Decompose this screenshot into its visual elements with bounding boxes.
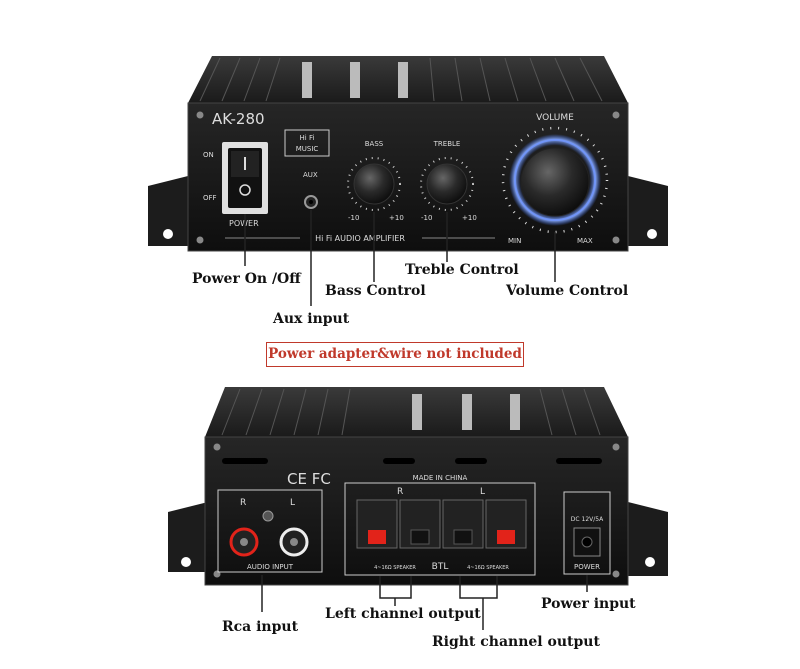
terminal-r-label: R (397, 487, 403, 497)
power-input-annotation: Power input (541, 596, 636, 612)
right-flange (628, 502, 668, 576)
terminal-l-minus[interactable] (453, 529, 473, 545)
power-off-icon (239, 184, 251, 196)
treble-max: +10 (462, 214, 477, 222)
speaker-right-label: 4~16Ω SPEAKER (467, 565, 509, 571)
heatsink-logo (398, 62, 408, 98)
left-flange (148, 176, 188, 246)
screw-icon (196, 111, 204, 119)
aux-label: AUX (303, 171, 318, 179)
front-footer: Hi Fi AUDIO AMPLIFIER (315, 234, 405, 243)
treble-annotation: Treble Control (405, 262, 519, 278)
terminal-r-plus[interactable] (368, 530, 386, 544)
bass-knob[interactable] (353, 163, 395, 205)
bass-label: BASS (365, 140, 384, 148)
terminal-r-minus[interactable] (410, 529, 430, 545)
front-leader-lines (244, 210, 556, 306)
made-in-label: MADE IN CHINA (413, 474, 468, 482)
rca-panel (217, 489, 323, 573)
dc-panel (563, 491, 611, 575)
heatsink-logo (302, 62, 312, 98)
switch-on-label: ON (203, 151, 214, 159)
btl-label: BTL (432, 562, 449, 572)
treble-knob[interactable] (426, 163, 468, 205)
bass-scale (347, 157, 401, 211)
badge-line2: MUSIC (296, 145, 319, 153)
heatsink-logo (350, 62, 360, 98)
bass-min: -10 (348, 214, 359, 222)
volume-label: VOLUME (536, 113, 574, 123)
rca-r-label: R (240, 498, 246, 508)
treble-label: TREBLE (433, 140, 461, 148)
notice-box: Power adapter&wire not included (266, 342, 524, 367)
vent-slots (222, 458, 602, 464)
speaker-left-label: 4~16Ω SPEAKER (374, 565, 416, 571)
treble-scale (420, 157, 474, 211)
back-leader-lines (261, 575, 588, 630)
switch-off-label: OFF (203, 194, 217, 202)
power-switch[interactable] (222, 142, 268, 214)
volume-scale (501, 126, 609, 234)
right-channel-annotation: Right channel output (432, 634, 600, 650)
screw-icon (612, 236, 620, 244)
screw-icon (612, 111, 620, 119)
rca-l-label: L (290, 498, 295, 508)
right-flange (628, 176, 668, 246)
bass-max: +10 (389, 214, 404, 222)
audio-input-label: AUDIO INPUT (247, 563, 294, 571)
treble-min: -10 (421, 214, 432, 222)
front-unit: AK-280 ON OFF POWER Hi Fi MUSIC AUX BASS… (148, 56, 668, 252)
volume-min: MIN (508, 237, 521, 245)
speaker-terminals (356, 499, 527, 549)
volume-annotation: Volume Control (506, 283, 629, 299)
aux-annotation: Aux input (273, 311, 350, 327)
power-annotation: Power On /Off (192, 271, 301, 287)
model-name: AK-280 (212, 110, 265, 128)
terminal-l-plus[interactable] (497, 530, 515, 544)
volume-max: MAX (577, 237, 593, 245)
badge-line1: Hi Fi (300, 134, 315, 142)
bass-annotation: Bass Control (325, 283, 426, 299)
dc-rating: DC 12V/5A (571, 516, 604, 523)
left-flange (168, 502, 208, 572)
power-switch-label: POWER (229, 219, 259, 228)
terminal-l-label: L (480, 487, 485, 497)
rca-annotation: Rca input (222, 619, 299, 635)
left-channel-annotation: Left channel output (325, 606, 481, 622)
speaker-panel (344, 482, 536, 576)
volume-knob[interactable] (520, 147, 590, 217)
certification-marks: CE FC (287, 470, 331, 488)
dc-power-label: POWER (574, 563, 600, 571)
back-unit: CE FC R L AUDIO INPUT MADE IN CHINA R L … (168, 387, 668, 586)
hifi-badge (284, 129, 330, 157)
flange-hole (163, 229, 173, 239)
flange-hole (647, 229, 657, 239)
screw-icon (196, 236, 204, 244)
